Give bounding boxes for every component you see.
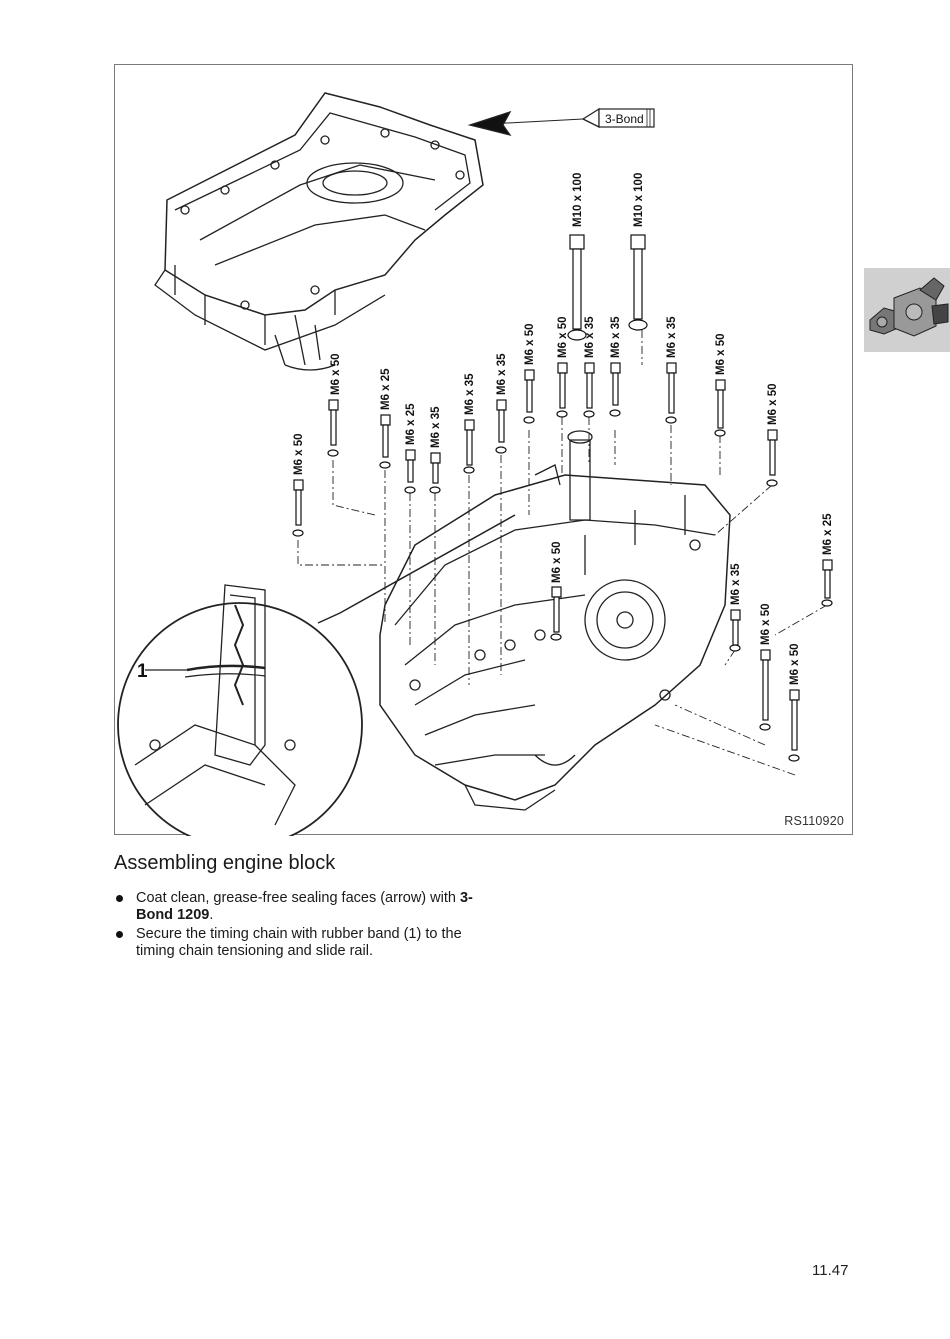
bolt-label: M6 x 35 <box>666 316 678 358</box>
bolt <box>556 362 568 418</box>
section-title: Assembling engine block <box>114 852 336 874</box>
bolt <box>821 559 833 607</box>
bolt-label: M6 x 50 <box>330 353 342 395</box>
bolt <box>495 399 507 454</box>
bolt-label: M6 x 50 <box>551 541 563 583</box>
bolt <box>463 419 475 474</box>
bolt <box>567 234 587 341</box>
bolt-label: M10 x 100 <box>572 173 584 227</box>
bolt <box>759 649 771 731</box>
sealing-face-arrow <box>467 107 655 137</box>
bolt <box>292 479 304 537</box>
bolt-label: M6 x 50 <box>557 316 569 358</box>
bolt-label: M6 x 50 <box>767 383 779 425</box>
timing-chain-detail <box>117 514 516 836</box>
sealant-product: 3-Bond 1209 <box>136 890 473 923</box>
engine-block-illustration: M6 x 50 M6 x 50 M6 x 25 M6 x 25 M6 x 35 … <box>117 92 834 836</box>
bolt <box>379 414 391 469</box>
bolt-label: M6 x 35 <box>464 373 476 415</box>
instruction-list: Coat clean, grease-free sealing faces (a… <box>114 890 484 962</box>
bolt <box>729 609 741 652</box>
bolt-label: M6 x 50 <box>293 433 305 475</box>
bolt-label: M6 x 50 <box>760 603 772 645</box>
page-number: 11.47 <box>812 1262 849 1279</box>
bolt <box>788 689 800 762</box>
bolt-label: M6 x 50 <box>715 333 727 375</box>
engine-thumbnail-icon <box>869 277 949 337</box>
bolt-label: M6 x 25 <box>822 513 834 555</box>
bolt <box>404 449 416 494</box>
bolts <box>292 234 833 762</box>
bolt-label: M6 x 35 <box>430 406 442 448</box>
bolt <box>429 452 441 494</box>
bolt <box>523 369 535 424</box>
bolt <box>609 362 621 417</box>
bolt-label: M6 x 35 <box>610 316 622 358</box>
callout-number: 1 <box>137 661 148 682</box>
bolt-size-labels: M6 x 50 M6 x 50 M6 x 25 M6 x 25 M6 x 35 … <box>293 173 834 685</box>
bolt-label: M6 x 25 <box>380 368 392 410</box>
bolt <box>714 379 726 437</box>
bolt <box>628 234 648 331</box>
bolt-label: M6 x 50 <box>524 323 536 365</box>
instruction-step: Coat clean, grease-free sealing faces (a… <box>114 890 484 924</box>
bolt-label: M6 x 35 <box>496 353 508 395</box>
figure-code: RS110920 <box>784 814 844 828</box>
bolt <box>665 362 677 424</box>
bolt-leader-lines <box>297 330 828 776</box>
bolt-label: M6 x 35 <box>730 563 742 605</box>
bolt-label: M10 x 100 <box>633 173 645 227</box>
bolt <box>766 429 778 487</box>
lower-crankcase-half <box>379 430 731 811</box>
bolt <box>327 399 339 457</box>
bolt <box>550 586 562 641</box>
bolt-label: M6 x 50 <box>789 643 801 685</box>
bolt <box>583 362 595 418</box>
exploded-view-figure: M6 x 50 M6 x 50 M6 x 25 M6 x 25 M6 x 35 … <box>114 64 853 836</box>
bolt-label: M6 x 35 <box>584 316 596 358</box>
bolt-label: M6 x 25 <box>405 403 417 445</box>
instruction-step: Secure the timing chain with rubber band… <box>114 926 484 960</box>
chapter-tab <box>864 268 950 352</box>
sealant-tube-label: 3-Bond <box>605 112 644 126</box>
upper-crankcase-half <box>154 92 484 371</box>
